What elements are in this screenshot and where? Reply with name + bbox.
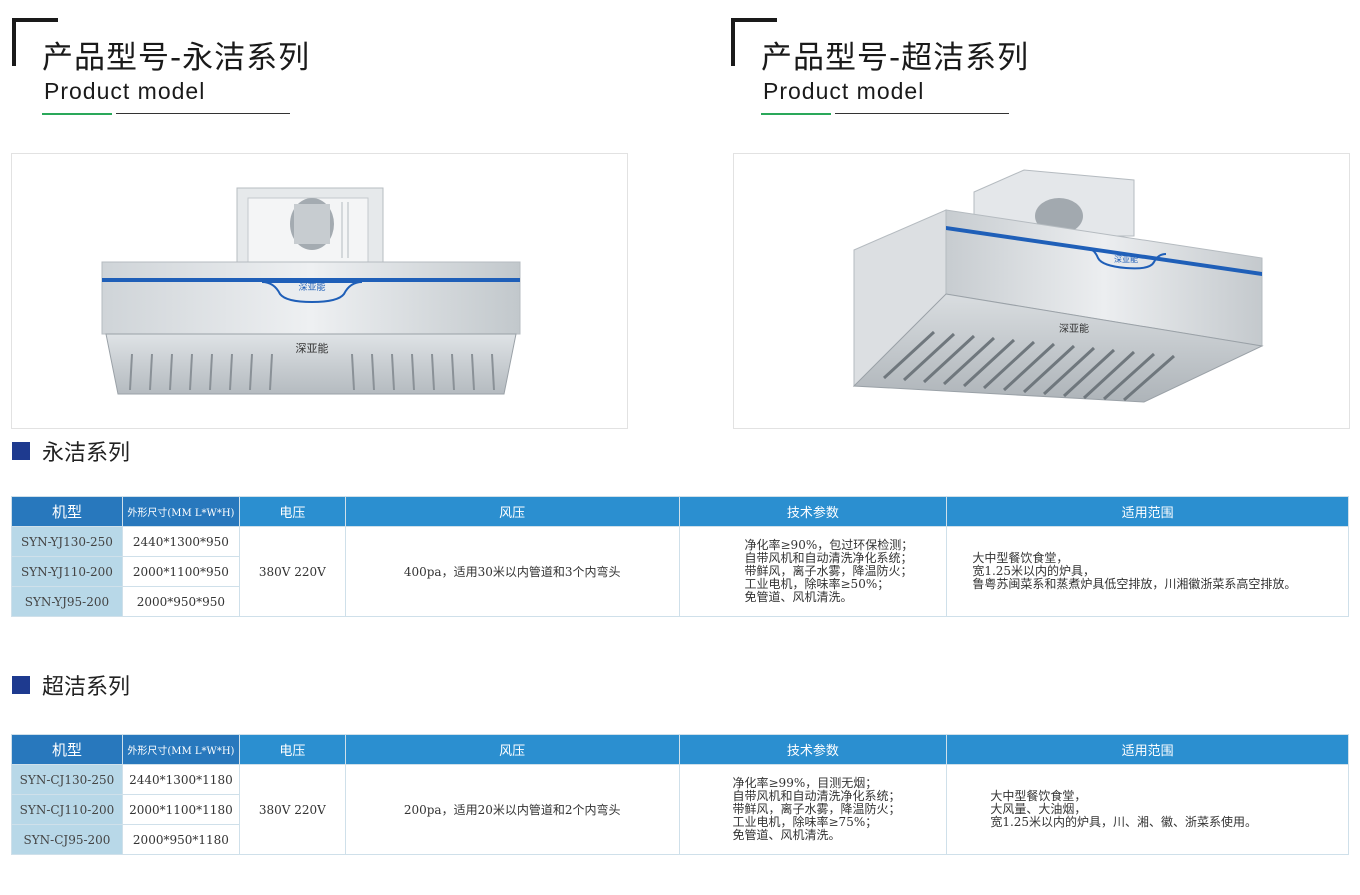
range-hood-yongjie-image: 深亚能 深亚能 (101, 187, 521, 395)
section-title: 超洁系列 (42, 675, 131, 700)
left-header-subtitle: Product model (44, 78, 206, 104)
right-header-title: 产品型号-超洁系列 (761, 40, 1030, 76)
size-cell: 2000*950*950 (121, 586, 240, 617)
product-logo: 深亚能 (296, 341, 329, 355)
spec-table-chaojie: 机型 外形尺寸(MM L*W*H) 电压 风压 技术参数 适用范围 SYN-CJ… (11, 734, 1349, 855)
tech-text: 净化率≥90%，包过环保检测； 自带风机和自动清洗净化系统； 带鲜风，离子水雾，… (744, 538, 914, 604)
model-cell: SYN-YJ130-250 (11, 526, 123, 557)
right-product-image-frame: 深亚能 深亚能 (733, 153, 1350, 429)
size-cell: 2440*1300*950 (121, 526, 240, 557)
model-cell: SYN-CJ130-250 (11, 764, 123, 795)
scope-text: 大中型餐饮食堂， 宽1.25米以内的炉具， 鲁粤苏闽菜系和蒸煮炉具低空排放，川湘… (972, 551, 1297, 591)
col-header-size: 外形尺寸(MM L*W*H) (121, 496, 240, 527)
scope-text: 大中型餐饮食堂， 大风量、大油烟， 宽1.25米以内的炉具，川、湘、徽、浙菜系使… (990, 789, 1258, 829)
header-bracket (12, 18, 16, 66)
table-header-row: 机型 外形尺寸(MM L*W*H) 电压 风压 技术参数 适用范围 (11, 496, 1349, 527)
model-cell: SYN-YJ110-200 (11, 556, 123, 587)
model-cell: SYN-CJ95-200 (11, 824, 123, 855)
voltage-cell: 380V 220V (238, 526, 346, 617)
scope-cell: 大中型餐饮食堂， 大风量、大油烟， 宽1.25米以内的炉具，川、湘、徽、浙菜系使… (946, 764, 1349, 855)
table-row: SYN-CJ95-200 2000*950*1180 (11, 824, 1349, 855)
header-bracket (731, 18, 735, 66)
model-cell: SYN-CJ110-200 (11, 794, 123, 825)
scope-cell: 大中型餐饮食堂， 宽1.25米以内的炉具， 鲁粤苏闽菜系和蒸煮炉具低空排放，川湘… (946, 526, 1349, 617)
spec-table-yongjie: 机型 外形尺寸(MM L*W*H) 电压 风压 技术参数 适用范围 SYN-YJ… (11, 496, 1349, 617)
product-logo: 深亚能 (1059, 322, 1089, 335)
left-header: 产品型号-永洁系列 Product model (12, 18, 312, 118)
range-hood-chaojie-image: 深亚能 深亚能 (852, 169, 1264, 403)
table-header-row: 机型 外形尺寸(MM L*W*H) 电压 风压 技术参数 适用范围 (11, 734, 1349, 765)
model-cell: SYN-YJ95-200 (11, 586, 123, 617)
right-header-subtitle: Product model (763, 78, 925, 104)
section-marker (12, 442, 30, 460)
tech-text: 净化率≥99%，目测无烟； 自带风机和自动清洗净化系统； 带鲜风，离子水雾，降温… (732, 776, 901, 842)
col-header-pressure: 风压 (344, 496, 680, 527)
col-header-size: 外形尺寸(MM L*W*H) (121, 734, 240, 765)
table-row: SYN-CJ130-250 2440*1300*1180 380V 220V 2… (11, 764, 1349, 855)
section-marker (12, 676, 30, 694)
header-underline-accent (42, 113, 112, 115)
pressure-cell: 400pa，适用30米以内管道和3个内弯头 (344, 526, 680, 617)
header-bracket (731, 18, 777, 22)
size-cell: 2000*1100*950 (121, 556, 240, 587)
section-label-yongjie: 永洁系列 (12, 436, 130, 466)
header-bracket (12, 18, 58, 22)
col-header-pressure: 风压 (344, 734, 680, 765)
section-title: 永洁系列 (42, 441, 131, 466)
pressure-cell: 200pa，适用20米以内管道和2个内弯头 (344, 764, 680, 855)
size-cell: 2000*1100*1180 (121, 794, 240, 825)
voltage-cell: 380V 220V (238, 764, 346, 855)
tech-cell: 净化率≥90%，包过环保检测； 自带风机和自动清洗净化系统； 带鲜风，离子水雾，… (678, 526, 948, 617)
header-underline (835, 113, 1009, 114)
table-row: SYN-CJ110-200 2000*1100*1180 (11, 794, 1349, 825)
size-cell: 2440*1300*1180 (121, 764, 240, 795)
tech-cell: 净化率≥99%，目测无烟； 自带风机和自动清洗净化系统； 带鲜风，离子水雾，降温… (678, 764, 948, 855)
col-header-model: 机型 (11, 734, 123, 765)
col-header-model: 机型 (11, 496, 123, 527)
col-header-scope: 适用范围 (946, 496, 1349, 527)
col-header-voltage: 电压 (238, 496, 346, 527)
col-header-tech: 技术参数 (678, 496, 948, 527)
product-logo: 深亚能 (298, 281, 325, 293)
table-row: SYN-YJ95-200 2000*950*950 (11, 586, 1349, 617)
table-row: SYN-YJ130-250 2440*1300*950 380V 220V 40… (11, 526, 1349, 617)
size-cell: 2000*950*1180 (121, 824, 240, 855)
product-logo: 深亚能 (1114, 254, 1138, 264)
right-header: 产品型号-超洁系列 Product model (731, 18, 1031, 118)
table-row: SYN-YJ110-200 2000*1100*950 (11, 556, 1349, 587)
header-underline (116, 113, 290, 114)
header-underline-accent (761, 113, 831, 115)
col-header-voltage: 电压 (238, 734, 346, 765)
left-product-image-frame: 深亚能 深亚能 (11, 153, 628, 429)
section-label-chaojie: 超洁系列 (12, 670, 130, 700)
col-header-tech: 技术参数 (678, 734, 948, 765)
left-header-title: 产品型号-永洁系列 (42, 40, 311, 76)
col-header-scope: 适用范围 (946, 734, 1349, 765)
